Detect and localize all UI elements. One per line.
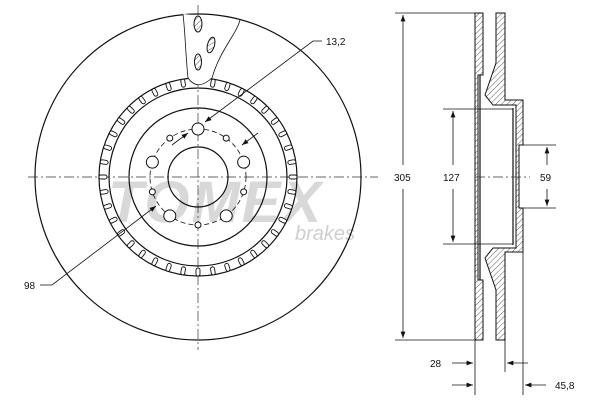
vent-slot — [180, 266, 186, 276]
vent-slot — [103, 203, 113, 210]
vent-ring-inner — [108, 87, 288, 267]
vent-slot — [287, 159, 297, 165]
vent-slot — [261, 105, 270, 114]
vent-channel — [194, 53, 202, 71]
vent-channel — [206, 36, 216, 54]
vent-slot — [126, 105, 135, 114]
vent-slots — [98, 78, 298, 277]
wheel-bolt-hole — [237, 155, 251, 169]
dim-arrow — [241, 132, 259, 146]
vent-slot — [278, 130, 287, 138]
vent-slot — [210, 266, 216, 276]
vent-slot — [250, 96, 258, 105]
label-hat-diameter: 127 — [443, 173, 460, 184]
vent-slot — [283, 144, 293, 151]
vent-slot — [165, 82, 172, 92]
wheel-bolt-hole — [145, 155, 159, 169]
outer-friction-ring-and-hat — [484, 12, 524, 341]
fixing-screw-hole — [240, 188, 248, 196]
vent-slot — [288, 174, 298, 180]
vent-slot — [103, 144, 113, 151]
label-center-bore: 59 — [540, 173, 552, 184]
vent-slot — [224, 262, 231, 272]
vent-slot — [210, 78, 216, 88]
hat-circle — [128, 107, 268, 247]
vent-channel — [193, 15, 203, 33]
vent-slot — [237, 257, 245, 266]
vent-slot — [224, 82, 231, 92]
vent-slot — [126, 240, 135, 249]
label-thickness: 28 — [430, 359, 442, 370]
fixing-screw-hole — [222, 134, 230, 142]
center-bore — [167, 146, 229, 208]
leader-bolt-hole — [204, 40, 322, 123]
label-bolt-circle-diameter: 98 — [24, 281, 36, 292]
front-view: 13,2 98 — [24, 5, 378, 350]
vent-slot — [99, 159, 109, 165]
wheel-bolt-hole — [219, 209, 233, 223]
vent-slot — [261, 240, 270, 249]
vent-slot — [98, 174, 108, 180]
vent-slot — [270, 229, 279, 237]
vent-slot — [237, 88, 245, 97]
wheel-bolt-hole — [191, 122, 205, 136]
watermark-subtitle: brakes — [295, 223, 355, 245]
fixing-screw-hole — [148, 188, 156, 196]
vent-slot — [109, 216, 118, 224]
label-bolt-hole-diameter: 13,2 — [326, 37, 346, 48]
watermark-logo: TOMEX — [108, 170, 324, 235]
wheel-bolt-hole — [163, 209, 177, 223]
fixing-screw-hole — [166, 134, 174, 142]
vent-slot — [287, 189, 297, 195]
vent-slot — [270, 117, 279, 125]
vent-slot — [151, 88, 159, 97]
outer-rim — [34, 13, 362, 341]
leader-bolt-circle — [40, 205, 157, 286]
vent-slot — [180, 78, 186, 88]
vent-slot — [278, 216, 287, 224]
vent-slot — [165, 262, 172, 272]
vent-slot — [138, 96, 146, 105]
vent-slot — [250, 249, 258, 258]
vent-slot — [138, 249, 146, 258]
bolt-holes — [145, 122, 251, 229]
vent-slot — [151, 257, 159, 266]
label-total-height: 45,8 — [555, 381, 575, 392]
vent-slot — [99, 189, 109, 195]
dim-arrow — [171, 132, 189, 146]
fixing-screw-hole — [194, 221, 202, 229]
vent-slot — [109, 130, 118, 138]
label-outer-diameter: 305 — [394, 173, 411, 184]
inner-friction-ring — [474, 12, 484, 341]
section-view: 305 127 59 28 45,8 — [394, 12, 575, 395]
vent-slot — [117, 117, 126, 125]
vent-slot — [283, 203, 293, 210]
vent-slot — [195, 267, 201, 277]
